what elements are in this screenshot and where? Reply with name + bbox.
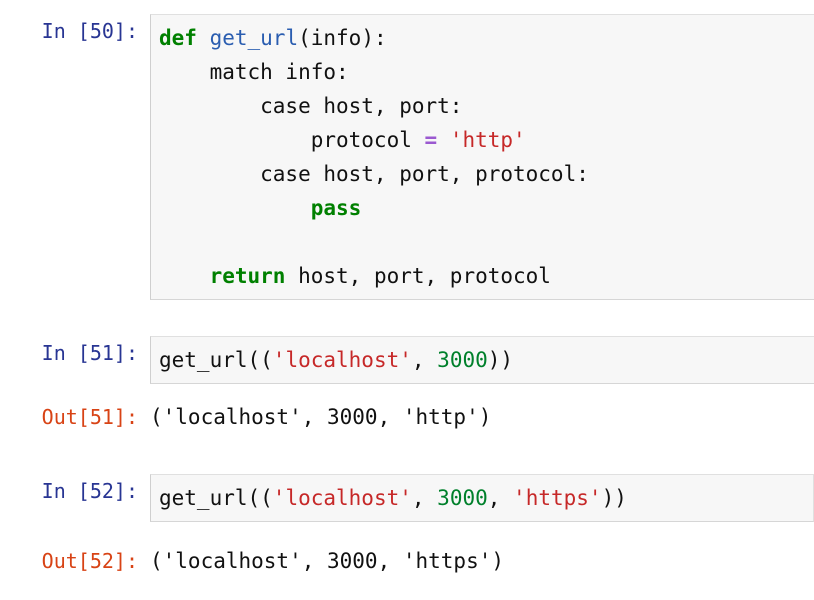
- notebook-output-52: Out[52]: ('localhost', 3000, 'https'): [0, 544, 504, 578]
- space: [197, 26, 210, 50]
- call-get-url-open: get_url((: [159, 486, 273, 510]
- number-3000: 3000: [437, 486, 488, 510]
- output-prompt-51: Out[51]:: [41, 405, 138, 429]
- call-close: )): [601, 486, 627, 510]
- function-name-get-url: get_url: [209, 26, 299, 50]
- notebook-cell-in-52[interactable]: In [52]: get_url(('localhost', 3000, 'ht…: [0, 474, 814, 522]
- input-prompt-51[interactable]: In [51]:: [41, 341, 138, 365]
- return-values: host, port, protocol: [285, 264, 551, 288]
- signature-params: (info):: [298, 26, 387, 50]
- output-text-52: ('localhost', 3000, 'https'): [150, 549, 505, 573]
- code-line-case-1: case host, port:: [159, 94, 463, 118]
- output-text-51: ('localhost', 3000, 'http'): [150, 405, 492, 429]
- indent-pass: [159, 196, 311, 220]
- input-prompt-50[interactable]: In [50]:: [41, 19, 138, 43]
- code-line-match: match info:: [159, 60, 349, 84]
- input-prompt-52[interactable]: In [52]:: [41, 479, 138, 503]
- notebook-cell-in-50[interactable]: In [50]: def get_url(info): match info: …: [0, 14, 814, 300]
- string-localhost: 'localhost': [272, 486, 412, 510]
- code-editor-cell-52[interactable]: get_url(('localhost', 3000, 'https')): [150, 474, 814, 522]
- code-editor-cell-50[interactable]: def get_url(info): match info: case host…: [150, 14, 814, 300]
- comma-1: ,: [411, 486, 438, 510]
- keyword-def: def: [159, 26, 197, 50]
- indent-return: [159, 264, 210, 288]
- output-prompt-52: Out[52]:: [41, 549, 138, 573]
- operator-equals: =: [424, 128, 438, 152]
- call-close: )): [487, 348, 514, 372]
- code-editor-cell-51[interactable]: get_url(('localhost', 3000)): [150, 336, 814, 384]
- call-get-url-open: get_url((: [159, 348, 273, 372]
- string-localhost: 'localhost': [272, 348, 412, 372]
- string-http: 'http': [437, 128, 526, 152]
- code-line-protocol-assign: protocol: [159, 128, 425, 152]
- notebook-cell-in-51[interactable]: In [51]: get_url(('localhost', 3000)): [0, 336, 814, 384]
- keyword-return: return: [209, 264, 286, 288]
- code-line-case-2: case host, port, protocol:: [159, 162, 589, 186]
- comma-2: ,: [487, 486, 514, 510]
- notebook-output-51: Out[51]: ('localhost', 3000, 'http'): [0, 400, 492, 434]
- keyword-pass: pass: [310, 196, 362, 220]
- string-https: 'https': [513, 486, 602, 510]
- number-3000: 3000: [437, 348, 488, 372]
- comma-1: ,: [411, 348, 438, 372]
